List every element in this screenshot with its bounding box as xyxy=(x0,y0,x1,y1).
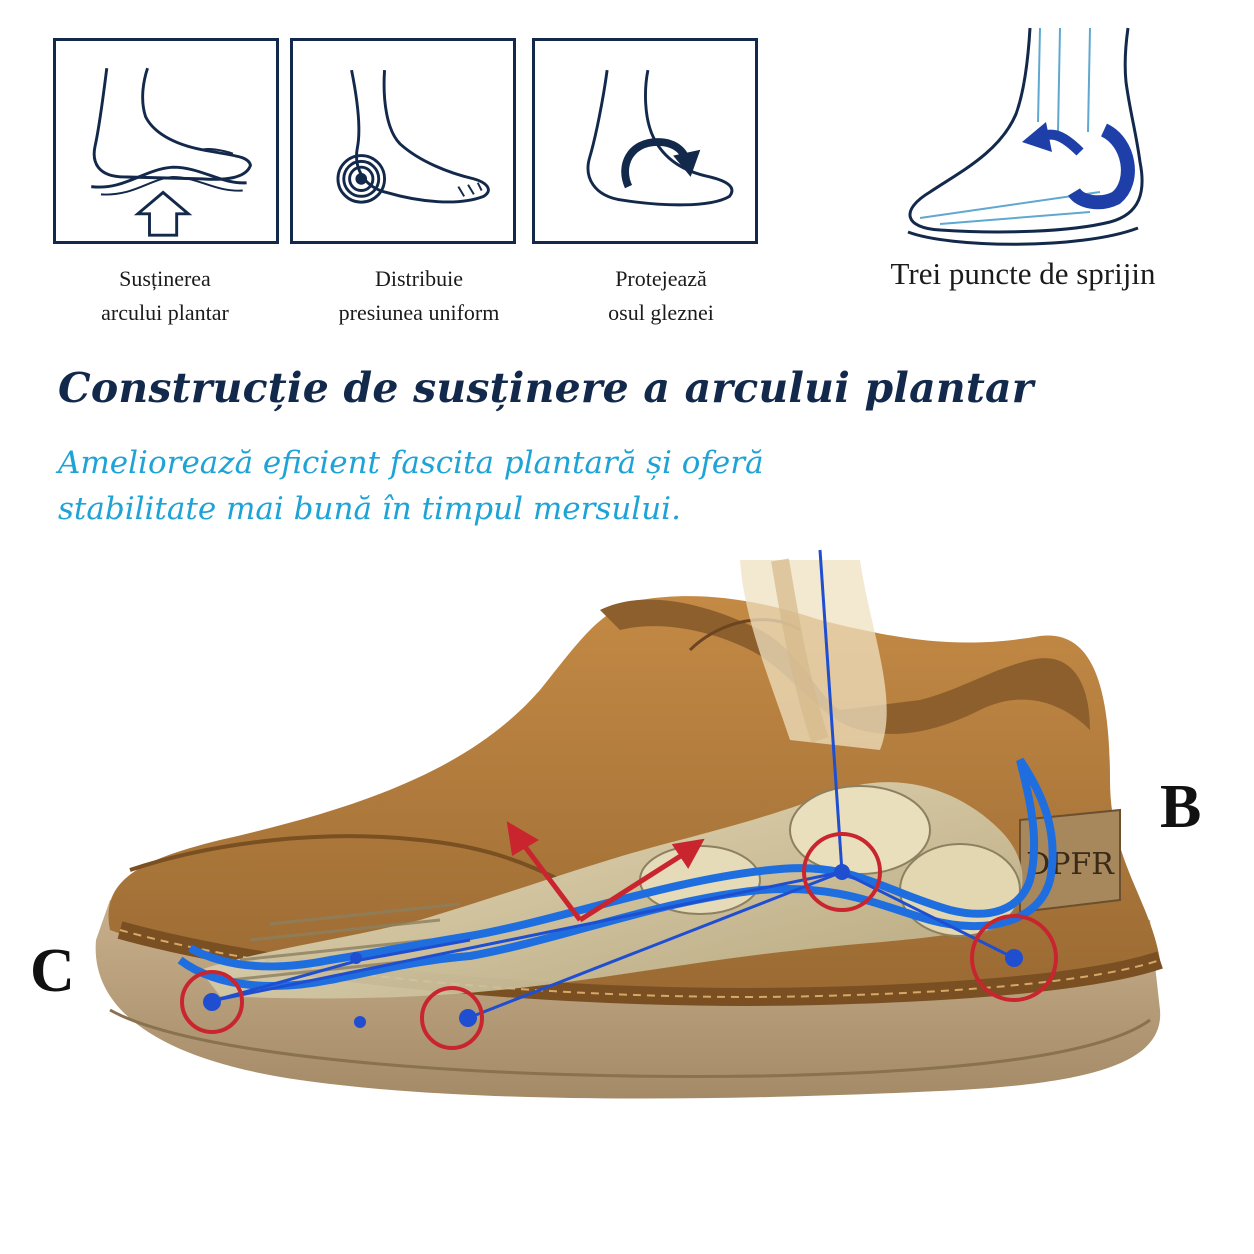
feature-box-arch-support xyxy=(53,38,279,244)
subtitle: Ameliorează eficient fascita plantară și… xyxy=(58,440,764,532)
ankle-protection-icon xyxy=(586,69,734,207)
feature-label-ankle: Protejează osul gleznei xyxy=(536,262,786,330)
feature-label-line: Susținerea xyxy=(119,266,211,291)
three-point-support-icon xyxy=(907,27,1144,246)
main-title: Construcție de susținere a arcului plant… xyxy=(58,364,1034,412)
feature-label-line: presiunea uniform xyxy=(338,300,500,325)
point-label-c: C xyxy=(30,937,75,1005)
support-lines xyxy=(215,549,1015,1020)
point-label-b: B xyxy=(1160,773,1202,841)
support-point-ball xyxy=(420,986,484,1050)
insole-contour xyxy=(177,757,1057,990)
feature-label-line: Distribuie xyxy=(375,266,463,291)
feature-label-arch-support: Susținerea arcului plantar xyxy=(40,262,290,330)
arch-support-icon xyxy=(91,67,252,237)
feature-label-line: osul gleznei xyxy=(608,300,714,325)
feature-box-pressure xyxy=(290,38,516,244)
feature-box-ankle xyxy=(532,38,758,244)
shoe-illustration: DPFR xyxy=(95,549,1163,1099)
support-point-back xyxy=(970,914,1058,1002)
feature-label-pressure: Distribuie presiunea uniform xyxy=(294,262,544,330)
brand-text: DPFR xyxy=(1026,847,1115,882)
support-point-toe xyxy=(180,970,244,1034)
subtitle-line: Ameliorează eficient fascita plantară și… xyxy=(58,445,764,481)
support-point-heel xyxy=(802,832,882,912)
subtitle-line: stabilitate mai bună în timpul mersului. xyxy=(58,491,681,527)
feature-label-line: arcului plantar xyxy=(101,300,229,325)
flex-arrows xyxy=(506,821,705,923)
feature-label-line: Protejează xyxy=(615,266,707,291)
pressure-distribution-icon xyxy=(336,69,490,204)
three-points-label: Trei puncte de sprijin xyxy=(890,256,1156,291)
